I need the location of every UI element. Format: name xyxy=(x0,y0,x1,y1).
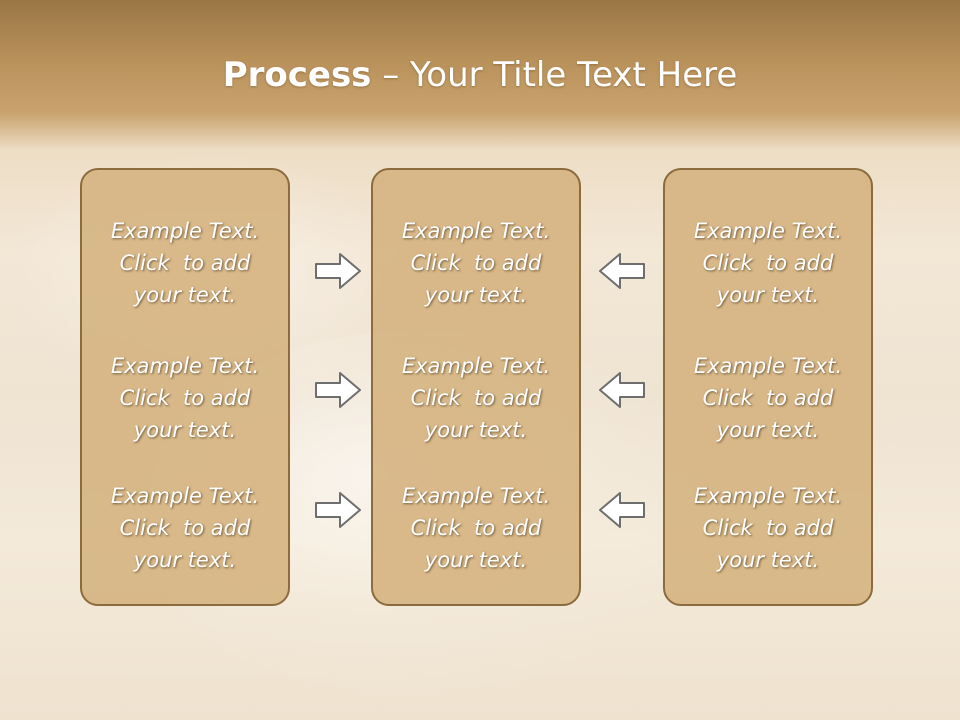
process-box-center[interactable]: Example Text. Click to add your text. Ex… xyxy=(371,168,581,606)
text-line: Click to add xyxy=(119,251,251,275)
text-line: your text. xyxy=(133,548,237,572)
text-placeholder[interactable]: Example Text. Click to add your text. xyxy=(373,480,579,576)
text-line: your text. xyxy=(716,548,820,572)
text-line: Click to add xyxy=(410,251,542,275)
text-placeholder[interactable]: Example Text. Click to add your text. xyxy=(373,350,579,446)
text-placeholder[interactable]: Example Text. Click to add your text. xyxy=(665,350,871,446)
arrow-right-icon[interactable] xyxy=(313,490,363,530)
text-line: Click to add xyxy=(410,386,542,410)
text-line: your text. xyxy=(716,283,820,307)
text-line: your text. xyxy=(424,283,528,307)
text-line: Example Text. xyxy=(110,219,260,243)
text-line: Example Text. xyxy=(401,354,551,378)
text-line: Example Text. xyxy=(693,219,843,243)
text-line: your text. xyxy=(133,418,237,442)
text-placeholder[interactable]: Example Text. Click to add your text. xyxy=(82,215,288,311)
process-box-right[interactable]: Example Text. Click to add your text. Ex… xyxy=(663,168,873,606)
text-line: Click to add xyxy=(702,386,834,410)
text-line: your text. xyxy=(716,418,820,442)
text-line: Click to add xyxy=(119,386,251,410)
arrow-left-icon[interactable] xyxy=(597,490,647,530)
text-placeholder[interactable]: Example Text. Click to add your text. xyxy=(665,215,871,311)
text-line: Example Text. xyxy=(401,219,551,243)
text-line: Example Text. xyxy=(693,484,843,508)
text-line: Example Text. xyxy=(110,484,260,508)
title-rest: – Your Title Text Here xyxy=(371,55,738,95)
text-line: Click to add xyxy=(119,516,251,540)
text-line: Example Text. xyxy=(693,354,843,378)
text-placeholder[interactable]: Example Text. Click to add your text. xyxy=(82,350,288,446)
title-bold: Process xyxy=(222,55,372,95)
slide-title[interactable]: Process – Your Title Text Here xyxy=(0,52,960,98)
text-placeholder[interactable]: Example Text. Click to add your text. xyxy=(373,215,579,311)
text-line: Example Text. xyxy=(110,354,260,378)
text-line: Click to add xyxy=(702,251,834,275)
text-line: your text. xyxy=(133,283,237,307)
process-box-left[interactable]: Example Text. Click to add your text. Ex… xyxy=(80,168,290,606)
text-line: Example Text. xyxy=(401,484,551,508)
text-placeholder[interactable]: Example Text. Click to add your text. xyxy=(82,480,288,576)
arrow-right-icon[interactable] xyxy=(313,370,363,410)
arrow-right-icon[interactable] xyxy=(313,251,363,291)
arrow-left-icon[interactable] xyxy=(597,251,647,291)
text-line: Click to add xyxy=(702,516,834,540)
text-placeholder[interactable]: Example Text. Click to add your text. xyxy=(665,480,871,576)
text-line: your text. xyxy=(424,548,528,572)
title-bar xyxy=(0,0,960,150)
arrow-left-icon[interactable] xyxy=(597,370,647,410)
text-line: your text. xyxy=(424,418,528,442)
text-line: Click to add xyxy=(410,516,542,540)
